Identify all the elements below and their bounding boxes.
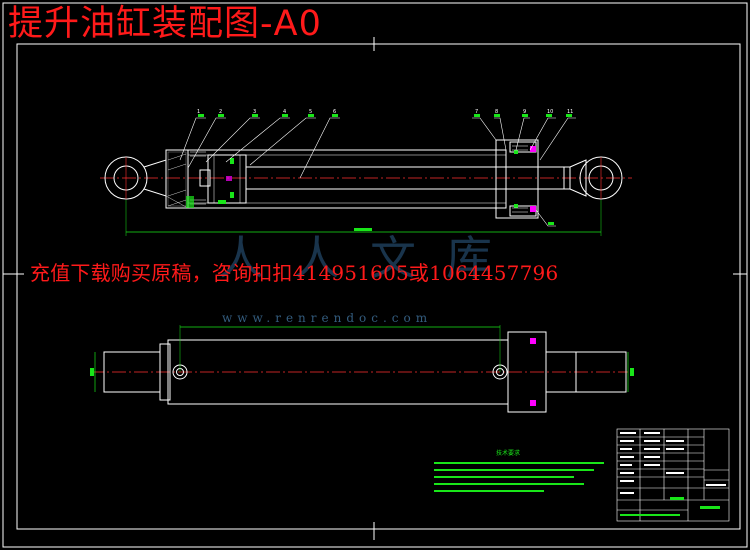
piston-rod	[245, 166, 565, 190]
outline-view	[90, 325, 634, 413]
balloon-10: 10	[547, 109, 554, 115]
balloon-5: 5	[309, 109, 313, 115]
technical-notes-title: 技术要求	[496, 450, 521, 457]
inner-border	[16, 43, 741, 530]
purchase-banner: 充值下载购买原稿，咨询扣扣414951605或1064457796	[30, 261, 559, 285]
balloon-11: 11	[567, 109, 574, 115]
section-view	[100, 114, 632, 236]
title-block	[616, 428, 730, 522]
balloon-8: 8	[495, 109, 499, 115]
balloon-3: 3	[253, 109, 257, 115]
balloon-4: 4	[283, 109, 287, 115]
drawing-title: 提升油缸装配图-A0	[8, 4, 322, 44]
balloon-2: 2	[219, 109, 223, 115]
cylinder-barrel	[187, 149, 507, 209]
balloon-7: 7	[475, 109, 479, 115]
watermark-brand: 人人文库	[218, 231, 522, 285]
technical-notes	[434, 462, 604, 492]
balloon-9: 9	[523, 109, 527, 115]
watermark-url: www.renrendoc.com	[222, 311, 433, 325]
balloon-6: 6	[333, 109, 337, 115]
balloon-1: 1	[197, 109, 201, 115]
left-end-cap	[165, 149, 189, 209]
